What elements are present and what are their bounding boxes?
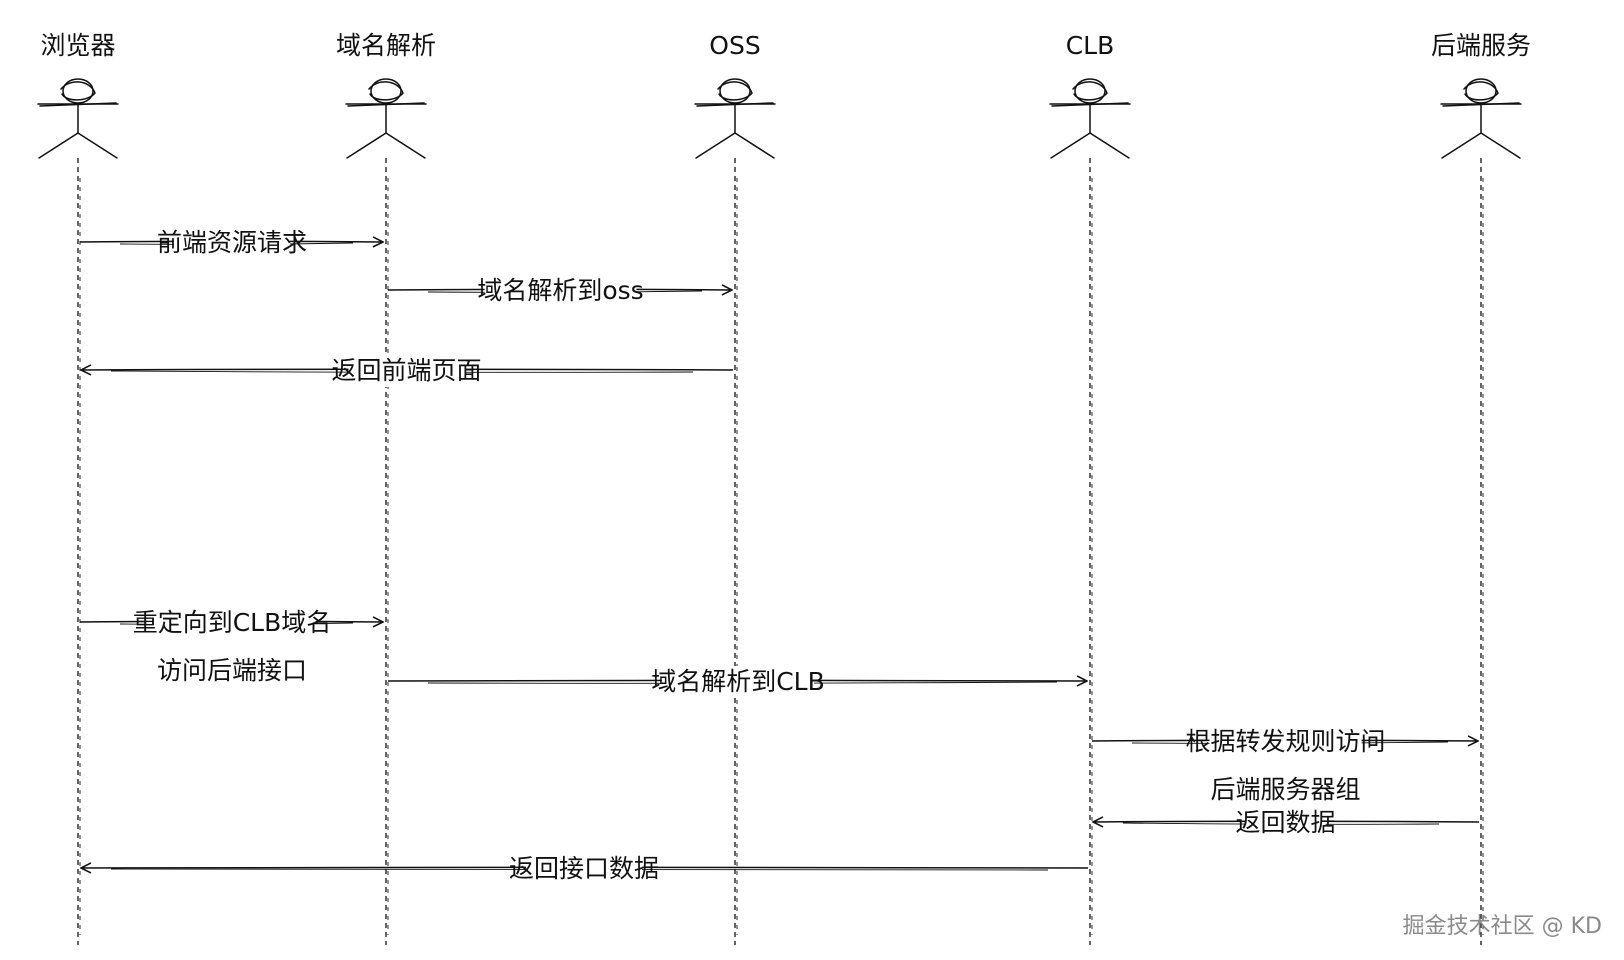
message-1: 前端资源请求	[79, 227, 383, 259]
message-label: 域名解析到oss	[477, 276, 643, 305]
message-label: 根据转发规则访问	[1185, 727, 1385, 756]
stick-figure-icon	[37, 78, 119, 159]
stick-figure-icon	[345, 78, 427, 159]
actor-oss: OSS	[694, 31, 776, 945]
message-7: 返回数据	[1093, 807, 1480, 839]
actor-label-browser: 浏览器	[40, 31, 115, 60]
actor-clb: CLB	[1049, 31, 1131, 945]
message-5: 域名解析到CLB	[387, 666, 1087, 698]
message-label: 返回前端页面	[331, 356, 481, 385]
message-label: 访问后端接口	[157, 656, 307, 685]
message-label: 返回接口数据	[509, 854, 659, 883]
message-label: 重定向到CLB域名	[133, 608, 332, 637]
actor-dns: 域名解析	[336, 31, 436, 945]
message-label: 后端服务器组	[1210, 775, 1360, 804]
actor-browser: 浏览器	[37, 31, 119, 945]
stick-figure-icon	[1049, 78, 1131, 159]
message-3: 返回前端页面	[81, 355, 734, 387]
message-label: 域名解析到CLB	[651, 667, 825, 696]
actor-label-clb: CLB	[1066, 31, 1115, 60]
actor-label-oss: OSS	[709, 31, 760, 60]
actor-label-backend: 后端服务	[1431, 31, 1531, 60]
stick-figure-icon	[1440, 78, 1522, 159]
actor-backend: 后端服务	[1431, 31, 1531, 945]
message-2: 域名解析到oss	[387, 275, 732, 307]
actor-label-dns: 域名解析	[336, 31, 436, 60]
message-label: 返回数据	[1235, 808, 1335, 837]
stick-figure-icon	[694, 78, 776, 159]
message-label: 前端资源请求	[157, 228, 307, 257]
watermark: 掘金技术社区 @ KD	[1402, 914, 1602, 939]
message-8: 返回接口数据	[81, 853, 1089, 885]
